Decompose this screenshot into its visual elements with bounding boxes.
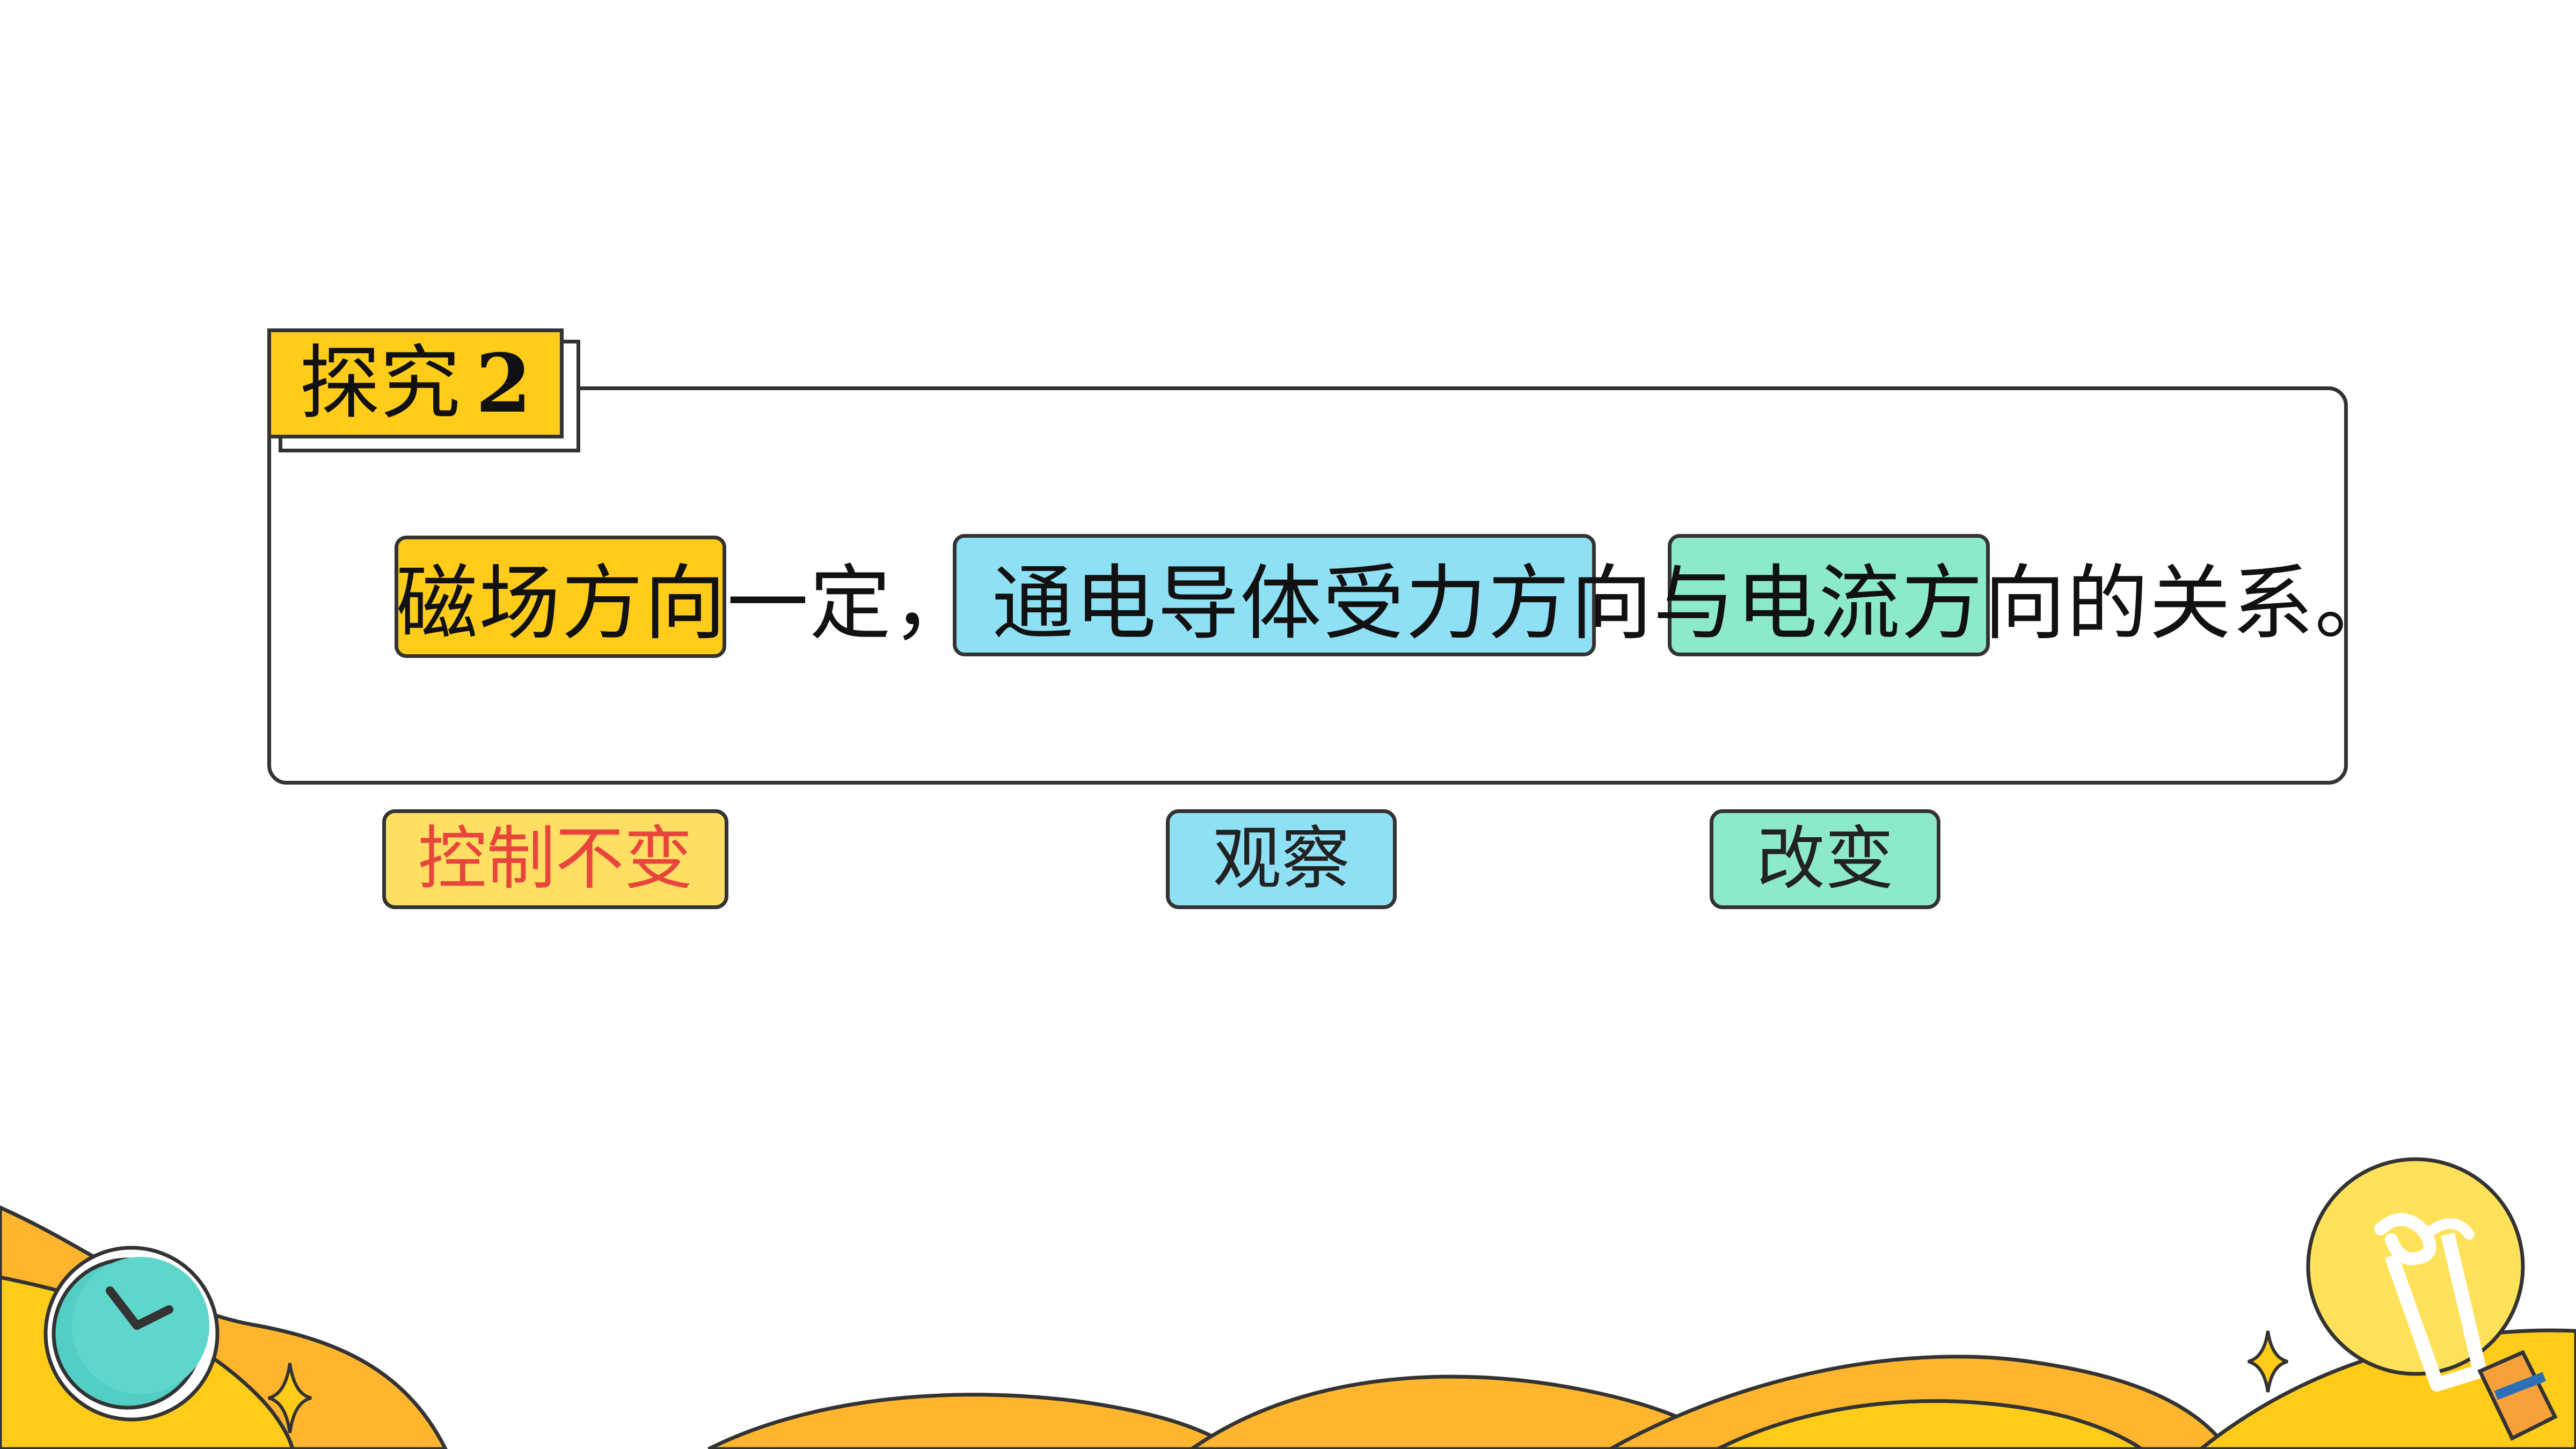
label-observe-text: 观察 [1212, 819, 1350, 899]
light-bulb-icon [2306, 1157, 2558, 1441]
inquiry-badge: 探究 2 [267, 328, 564, 438]
label-change-text: 改变 [1756, 819, 1894, 899]
highlight-current-direction [1668, 534, 1990, 656]
badge-label: 探究 [299, 336, 461, 430]
label-observe: 观察 [1166, 809, 1397, 909]
sentence-part-end: 的关系。 [2067, 556, 2397, 651]
clock-icon [43, 1246, 220, 1422]
inquiry-sentence: 磁场方向一定，通电导体受力方向与电流方向的关系。 [396, 545, 2396, 663]
label-control-text: 控制不变 [418, 819, 693, 899]
sentence-part-fixed: 一定， [727, 556, 975, 651]
highlight-force-direction [953, 534, 1596, 656]
sentence-part-current-direction: 电流方向 [1736, 556, 2067, 651]
sentence-part-magnetic-direction: 磁场方向 [396, 556, 727, 651]
badge-number: 2 [475, 336, 532, 431]
sparkle-icon [268, 1330, 2288, 1433]
highlight-magnetic-direction [395, 536, 726, 658]
label-control-unchanged: 控制不变 [382, 809, 728, 909]
label-change: 改变 [1710, 809, 1940, 909]
bottom-waves [0, 1205, 2576, 1449]
sentence-part-force-direction: 通电导体受力方向 [992, 556, 1653, 651]
sentence-part-and: 与 [1653, 556, 1736, 651]
